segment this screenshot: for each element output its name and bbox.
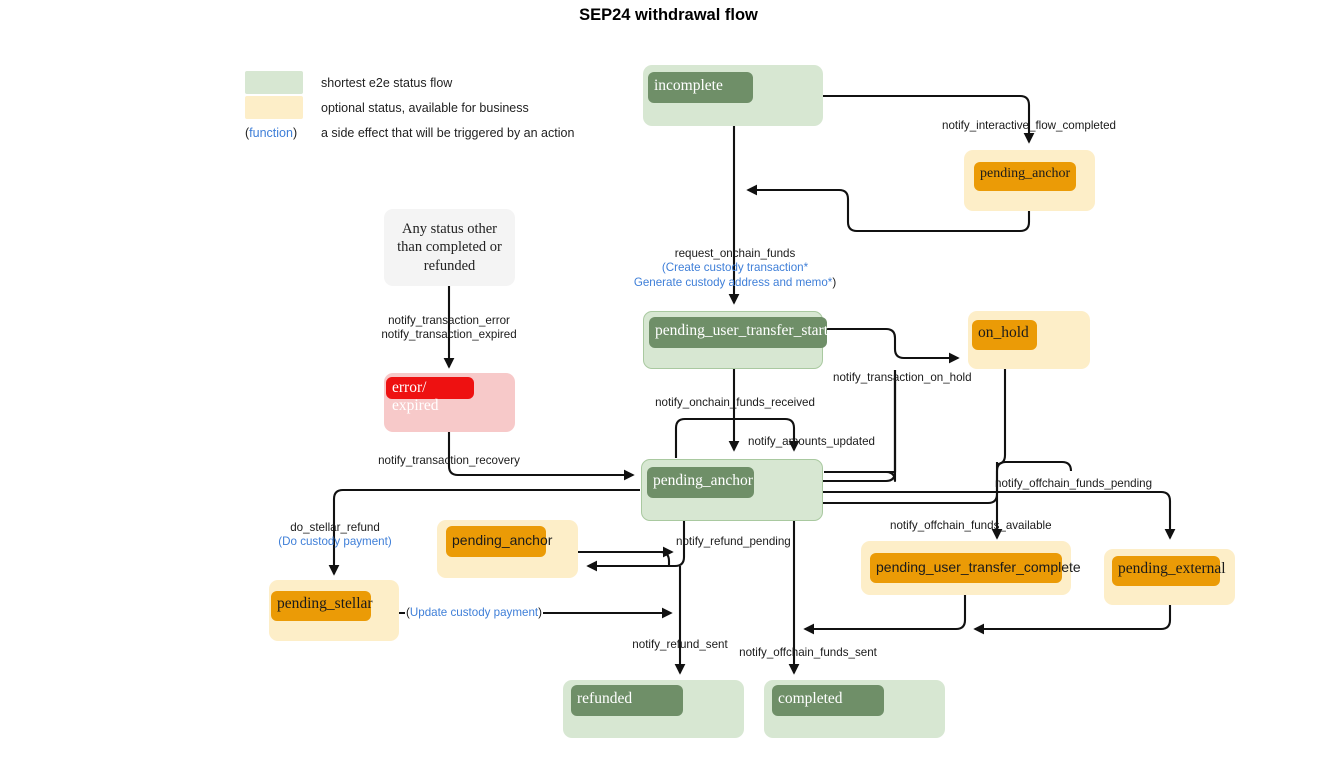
legend-label-optional-status: optional status, available for business <box>321 100 529 115</box>
edge-label-notify-refund-pending: notify_refund_pending <box>676 535 791 548</box>
legend-row-optional-status: optional status, available for business <box>245 95 574 120</box>
node-pending-anchor-main-label: pending_anchor <box>647 467 754 498</box>
edge-label-do-stellar-refund: do_stellar_refund (Do custody payment) <box>278 521 391 550</box>
edge-label-update-custody-payment: (Update custody payment) <box>405 606 544 621</box>
edge-label-notify-refund-sent: notify_refund_sent <box>632 638 728 651</box>
legend-row-function: (function) a side effect that will be tr… <box>245 120 574 145</box>
edge-label-notify-transaction-on-hold: notify_transaction_on_hold <box>833 371 972 384</box>
node-pending-user-transfer-complete-label: pending_user_transfer_complete <box>870 553 1081 583</box>
legend-swatch-yellow <box>245 96 303 119</box>
node-refunded-label: refunded <box>571 685 683 716</box>
edge-label-notify-offchain-funds-pending: notify_offchain_funds_pending <box>995 477 1153 490</box>
paren-open: ( <box>406 606 410 619</box>
edge-label-paren-close: ) <box>832 275 837 289</box>
node-pending-user-transfer-start-label: pending_user_transfer_start <box>649 317 828 348</box>
node-on-hold[interactable]: on_hold <box>968 311 1090 369</box>
edge-label-generate-custody-address: Generate custody address and memo* <box>633 275 833 289</box>
node-pending-external[interactable]: pending_external <box>1104 549 1235 605</box>
edge-label-notify-interactive-flow-completed: notify_interactive_flow_completed <box>941 119 1117 132</box>
node-pending-stellar-label: pending_stellar <box>271 591 373 621</box>
node-pending-anchor-main[interactable]: pending_anchor <box>641 459 823 521</box>
legend-function-marker: (function) <box>245 125 298 140</box>
node-pending-anchor-top-label: pending_anchor <box>974 162 1076 191</box>
node-completed-label: completed <box>772 685 884 716</box>
edge-label-update-custody-payment-fn: Update custody payment <box>409 606 539 619</box>
edge-label-expired-line: notify_transaction_expired <box>381 328 517 342</box>
node-pending-external-label: pending_external <box>1112 556 1226 586</box>
legend-swatch-green <box>245 71 303 94</box>
node-refunded[interactable]: refunded <box>563 680 744 738</box>
edge-label-create-custody-transaction-text: Create custody transaction* <box>665 261 809 275</box>
any-status-line-1: Any status other <box>401 220 498 237</box>
edge-label-create-custody-transaction: ((Create custody transaction* <box>661 261 666 275</box>
edge-label-request-onchain-funds: request_onchain_funds ((Create custody t… <box>634 247 836 290</box>
node-pending-anchor-refund[interactable]: pending_anchor <box>437 520 578 578</box>
node-on-hold-label: on_hold <box>972 320 1037 350</box>
node-completed[interactable]: completed <box>764 680 945 738</box>
node-pending-user-transfer-start[interactable]: pending_user_transfer_start <box>643 311 828 369</box>
edge-label-notify-offchain-funds-available: notify_offchain_funds_available <box>890 519 1052 532</box>
legend-label-shortest-flow: shortest e2e status flow <box>321 75 453 90</box>
node-error-expired-label: error/ <box>386 377 474 399</box>
legend: shortest e2e status flow optional status… <box>245 70 574 145</box>
edge-label-notify-offchain-funds-sent: notify_offchain_funds_sent <box>739 646 877 659</box>
paren-close: ) <box>538 606 543 619</box>
node-pending-stellar[interactable]: pending_stellar <box>269 580 399 641</box>
edge-label-do-stellar-refund-main: do_stellar_refund <box>290 521 380 534</box>
edge-label-do-custody-payment: (Do custody payment) <box>278 535 392 549</box>
any-status-line-3: refunded <box>423 257 476 274</box>
edge-label-notify-onchain-funds-received: notify_onchain_funds_received <box>655 396 815 409</box>
node-pending-anchor-refund-label: pending_anchor <box>446 526 552 557</box>
edge-label-notify-amounts-updated: notify_amounts_updated <box>748 435 875 448</box>
any-status-line-2: than completed or <box>397 239 502 256</box>
node-incomplete[interactable]: incomplete <box>643 65 823 126</box>
node-incomplete-label: incomplete <box>648 72 753 103</box>
node-error-expired-overflow-label: expired <box>392 397 439 414</box>
legend-label-function: a side effect that will be triggered by … <box>321 125 575 140</box>
node-pending-anchor-top[interactable]: pending_anchor <box>964 150 1095 211</box>
node-pending-user-transfer-complete[interactable]: pending_user_transfer_complete <box>861 541 1081 595</box>
edge-label-notify-transaction-error: notify_transaction_error notify_transact… <box>381 314 516 343</box>
edge-label-request-onchain-funds-main: request_onchain_funds <box>674 247 796 260</box>
legend-row-shortest-flow: shortest e2e status flow <box>245 70 574 95</box>
page-title: SEP24 withdrawal flow <box>579 6 758 24</box>
edge-label-error-line: notify_transaction_error <box>388 314 510 327</box>
node-any-status-label: Any status other than completed or refun… <box>389 220 510 276</box>
node-error-expired[interactable]: error/ expired <box>384 373 515 432</box>
node-any-status[interactable]: Any status other than completed or refun… <box>384 209 515 286</box>
edge-label-notify-transaction-recovery: notify_transaction_recovery <box>378 454 520 467</box>
